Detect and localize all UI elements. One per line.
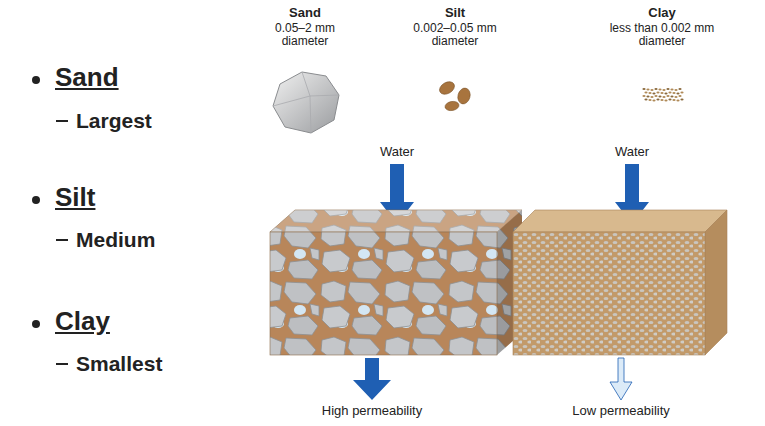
particle-name: Sand bbox=[265, 6, 345, 20]
particle-size: 0.05–2 mm diameter bbox=[265, 22, 345, 48]
water-label: Water bbox=[592, 145, 672, 159]
soil-type-heading: Silt bbox=[55, 183, 215, 212]
sand-grain-facet bbox=[273, 72, 339, 133]
size-rank: Largest bbox=[76, 109, 236, 132]
particle-size: less than 0.002 mm diameter bbox=[602, 22, 722, 48]
bullet-markers bbox=[32, 76, 40, 328]
soil-type-heading: Clay bbox=[55, 307, 215, 336]
water-label: Water bbox=[357, 145, 437, 159]
particle-name: Clay bbox=[602, 6, 722, 20]
clay-soil-block bbox=[513, 210, 727, 355]
size-rank: Medium bbox=[76, 228, 236, 251]
permeability-label: Low permeability bbox=[541, 404, 701, 418]
clay-particles bbox=[642, 88, 683, 102]
drainage-arrow bbox=[610, 358, 632, 400]
particle-name: Silt bbox=[405, 6, 505, 20]
permeability-label: High permeability bbox=[292, 404, 452, 418]
sand-soil-block bbox=[270, 210, 522, 355]
soil-type-heading: Sand bbox=[55, 63, 215, 92]
particle-size: 0.002–0.05 mm diameter bbox=[405, 22, 505, 48]
sand-grain bbox=[273, 72, 339, 133]
silt-grains bbox=[437, 79, 472, 111]
drainage-arrow bbox=[353, 358, 391, 400]
size-rank: Smallest bbox=[76, 352, 236, 375]
